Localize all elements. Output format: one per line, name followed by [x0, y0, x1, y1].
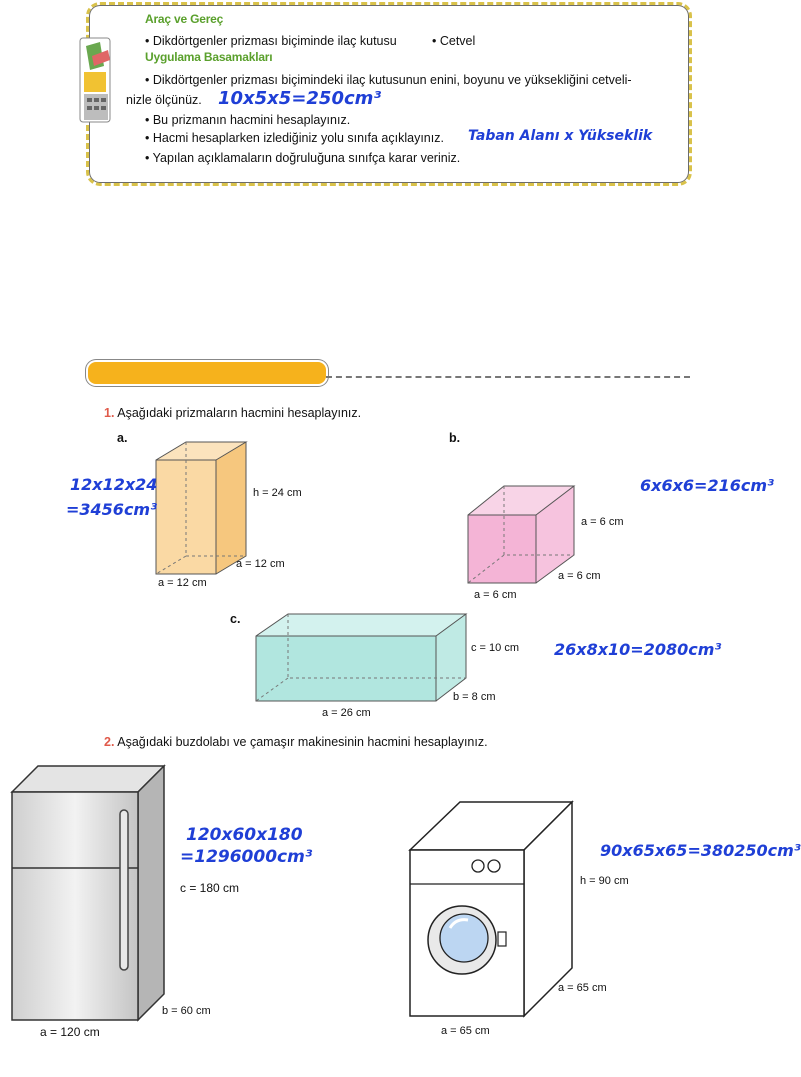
step-1: • Dikdörtgenler prizması biçimindeki ila… [145, 73, 632, 87]
fridge-answer-2: =1296000cm³ [180, 847, 313, 867]
section-header-bar [88, 362, 326, 384]
prism-c [255, 613, 468, 702]
tool-item-box: • Dikdörtgenler prizması biçiminde ilaç … [145, 34, 397, 48]
section-divider [326, 376, 690, 378]
prism-a-answer-1: 12x12x24 [70, 475, 158, 494]
exercise-1-question: 1. Aşağıdaki prizmaların hacmini hesapla… [104, 406, 362, 420]
prism-a-width: a = 12 cm [158, 577, 207, 589]
exercise-2-question: 2. Aşağıdaki buzdolabı ve çamaşır makine… [104, 735, 488, 749]
prism-b-width: a = 6 cm [474, 589, 517, 601]
washer-height: h = 90 cm [580, 875, 629, 887]
prism-a-label: a. [117, 431, 128, 445]
steps-title: Uygulama Basamakları [145, 50, 273, 64]
tools-icon [79, 37, 111, 123]
step-3-answer: Taban Alanı x Yükseklik [468, 128, 653, 144]
prism-a [155, 441, 248, 575]
fridge-width: a = 120 cm [40, 1025, 100, 1039]
prism-c-width: a = 26 cm [322, 707, 371, 719]
prism-b-depth: a = 6 cm [558, 570, 601, 582]
prism-a-height: h = 24 cm [253, 487, 302, 499]
prism-a-depth: a = 12 cm [236, 558, 285, 570]
prism-c-label: c. [230, 612, 241, 626]
step-1-answer: 10x5x5=250cm³ [218, 88, 382, 109]
prism-c-depth: b = 8 cm [453, 691, 496, 703]
prism-c-answer: 26x8x10=2080cm³ [554, 640, 722, 659]
step-2: • Bu prizmanın hacmini hesaplayınız. [145, 113, 351, 127]
prism-b-height: a = 6 cm [581, 516, 624, 528]
fridge-illustration [10, 764, 166, 1022]
fridge-height: c = 180 cm [180, 881, 240, 895]
fridge-answer-1: 120x60x180 [186, 825, 303, 845]
prism-b-label: b. [449, 431, 461, 445]
step-1-cont: nizle ölçünüz. [126, 93, 202, 107]
tool-item-ruler: • Cetvel [432, 34, 476, 48]
prism-a-answer-2: =3456cm³ [66, 500, 158, 519]
washer-answer: 90x65x65=380250cm³ [600, 841, 801, 860]
prism-b [467, 485, 576, 584]
activity-box [86, 2, 692, 186]
washer-depth: a = 65 cm [558, 982, 607, 994]
step-4: • Yapılan açıklamaların doğruluğuna sını… [145, 151, 461, 165]
washing-machine-illustration [408, 800, 574, 1018]
fridge-depth: b = 60 cm [162, 1005, 211, 1017]
prism-b-answer: 6x6x6=216cm³ [640, 476, 775, 495]
prism-c-height: c = 10 cm [471, 642, 519, 654]
washer-width: a = 65 cm [441, 1025, 490, 1037]
step-3: • Hacmi hesaplarken izlediğiniz yolu sın… [145, 131, 444, 145]
tools-title: Araç ve Gereç [145, 12, 224, 26]
